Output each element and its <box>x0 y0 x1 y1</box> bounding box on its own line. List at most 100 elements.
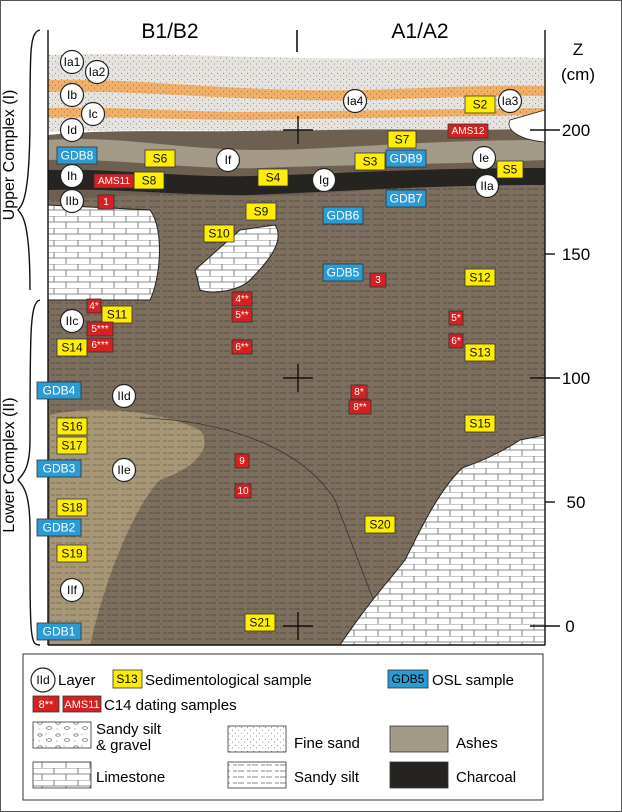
layer-marker <box>111 383 137 409</box>
axis-unit: (cm) <box>561 65 595 84</box>
c14-sample-box <box>86 337 114 353</box>
c14-sample-label: 5*** <box>91 324 108 335</box>
osl-sample-box <box>36 381 82 400</box>
c14-sample-box <box>231 291 253 307</box>
legend-osl-symbol-text: GDB5 <box>392 672 425 686</box>
sed-sample-box <box>464 95 496 114</box>
grid-crosshairs <box>283 116 313 640</box>
legend-sandy-silt-label: Sandy silt <box>294 769 360 786</box>
osl-sample-box <box>385 149 427 168</box>
c14-sample-label: AMS12 <box>452 126 485 137</box>
layer-label: IIb <box>65 194 79 208</box>
sed-sample-label: S8 <box>142 173 157 187</box>
layer-label: Ig <box>319 173 329 187</box>
upper-complex-bracket <box>17 29 41 291</box>
legend-ashes-label: Ashes <box>456 735 498 752</box>
sed-sample-box <box>257 168 289 187</box>
sed-sample-label: S12 <box>469 270 491 284</box>
layer-label: Ih <box>67 169 77 183</box>
sed-sample-label: S15 <box>469 416 491 430</box>
c14-sample-label: 4* <box>89 301 99 312</box>
sed-sample-label: S14 <box>61 340 83 354</box>
osl-sample-label: GDB6 <box>327 208 360 222</box>
layer-label: Ic <box>88 107 97 121</box>
osl-sample-label: GDB3 <box>43 461 76 475</box>
axis-tick-label: 200 <box>562 121 590 140</box>
orange-sand-band-1 <box>48 79 545 101</box>
sed-sample-label: S20 <box>369 517 391 531</box>
sed-sample-label: S4 <box>266 170 281 184</box>
legend: IId Layer S13 Sedimentological sample GD… <box>22 653 544 801</box>
charcoal-band <box>48 168 545 196</box>
c14-sample-box <box>350 384 368 400</box>
sed-sample-box <box>56 498 88 517</box>
c14-sample-box <box>234 453 250 469</box>
layer-label: If <box>225 153 232 167</box>
lower-complex-label: Lower Complex (II) <box>1 397 18 532</box>
legend-fine-sand-swatch <box>227 725 287 753</box>
c14-sample-label: 9 <box>239 456 245 467</box>
depth-axis: Z (cm) 200 150 100 50 0 <box>530 40 595 636</box>
layer-marker <box>80 101 106 127</box>
sed-sample-box <box>144 149 176 168</box>
sed-sample-label: S21 <box>249 615 271 629</box>
section-body <box>47 30 546 646</box>
contour-line <box>139 417 386 631</box>
c14-sample-box <box>86 298 102 314</box>
limestone-block-left <box>47 204 160 301</box>
legend-c14-symbol-2 <box>62 695 102 713</box>
osl-sample-label: GDB4 <box>43 383 76 397</box>
osl-sample-label: GDB2 <box>43 520 76 534</box>
sed-sample-box <box>56 436 88 455</box>
sed-sample-box <box>56 544 88 563</box>
osl-sample-label: GDB9 <box>390 151 423 165</box>
c14-sample-box <box>86 321 114 337</box>
legend-gravel-swatch <box>32 721 92 749</box>
layer-marker <box>59 577 85 603</box>
c14-sample-label: 8* <box>354 387 364 398</box>
legend-gravel-label-2: & gravel <box>96 737 151 754</box>
legend-osl-label: OSL sample <box>432 672 514 689</box>
axis-tick-label: 0 <box>565 617 574 636</box>
layer-label: Id <box>67 123 77 137</box>
layer-marker <box>59 163 85 189</box>
axis-tick-label: 150 <box>562 245 590 264</box>
layer-IIe-lobe <box>50 410 205 645</box>
c14-samples: AMS12AMS11134*4**5**5***5*6***6**6*8*8**… <box>86 123 489 499</box>
c14-sample-box <box>231 339 253 355</box>
legend-limestone-label: Limestone <box>96 769 165 786</box>
legend-layer-symbol-text: IId <box>36 673 49 687</box>
layer-marker <box>59 117 85 143</box>
sed-sample-label: S2 <box>473 97 488 111</box>
osl-sample-label: GDB5 <box>327 265 360 279</box>
c14-sample-label: 5* <box>451 313 461 324</box>
sed-sample-label: S13 <box>469 345 491 359</box>
sed-sample-label: S19 <box>61 546 83 560</box>
legend-charcoal-swatch <box>389 761 449 789</box>
sed-sample-box <box>464 268 496 287</box>
layer-marker <box>59 82 85 108</box>
c14-sample-box <box>369 272 387 288</box>
layer-label: IIa <box>480 179 494 193</box>
sed-sample-box <box>464 414 496 433</box>
layer-marker <box>215 147 241 173</box>
layer-label: Ia3 <box>502 94 519 108</box>
layer-label: IIc <box>66 314 79 328</box>
legend-c14-symbol-2-text: AMS11 <box>64 699 99 711</box>
legend-sed-symbol-text: S13 <box>116 672 138 686</box>
layer-label: IIe <box>117 463 131 477</box>
sed-sample-label: S18 <box>61 500 83 514</box>
layer-label: Ia1 <box>64 55 81 69</box>
sed-sample-box <box>387 130 417 149</box>
axis-title: Z <box>573 40 583 59</box>
c14-sample-label: 1 <box>103 197 109 208</box>
legend-gravel-label-1: Sandy silt <box>96 721 162 738</box>
osl-sample-box <box>56 146 98 165</box>
layer-marker <box>111 457 137 483</box>
osl-sample-box <box>322 206 364 225</box>
sed-sample-box <box>354 152 386 171</box>
sed-sample-box <box>56 417 88 436</box>
